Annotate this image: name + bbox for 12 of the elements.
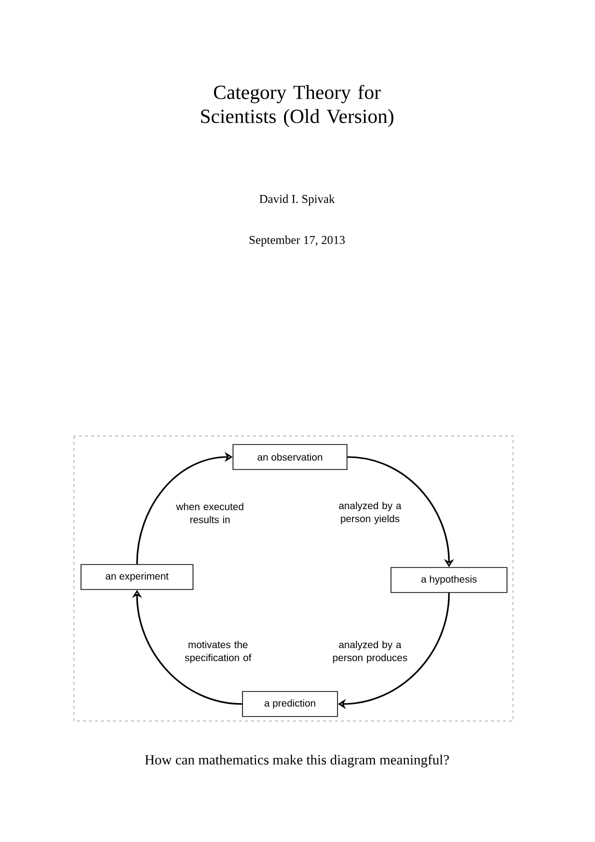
process-box: a prediction <box>242 691 338 717</box>
process-box: an experiment <box>80 564 194 590</box>
edge-label: motivates the specification of <box>184 640 252 664</box>
title: Category Theory for Scientists (Old Version) <box>201 84 394 128</box>
process-box: a hypothesis <box>390 567 508 593</box>
process-box: an observation <box>232 444 348 470</box>
byline: September 17, 2013 <box>250 236 345 246</box>
edge-label: when executed results in <box>176 502 244 524</box>
edge-label: analyzed by a person yields <box>339 502 402 524</box>
edge-label: analyzed by a person produces <box>333 640 408 664</box>
caption: How can mathematics make this diagram meaningful? <box>145 754 449 768</box>
byline: David I. Spivak <box>260 194 335 206</box>
